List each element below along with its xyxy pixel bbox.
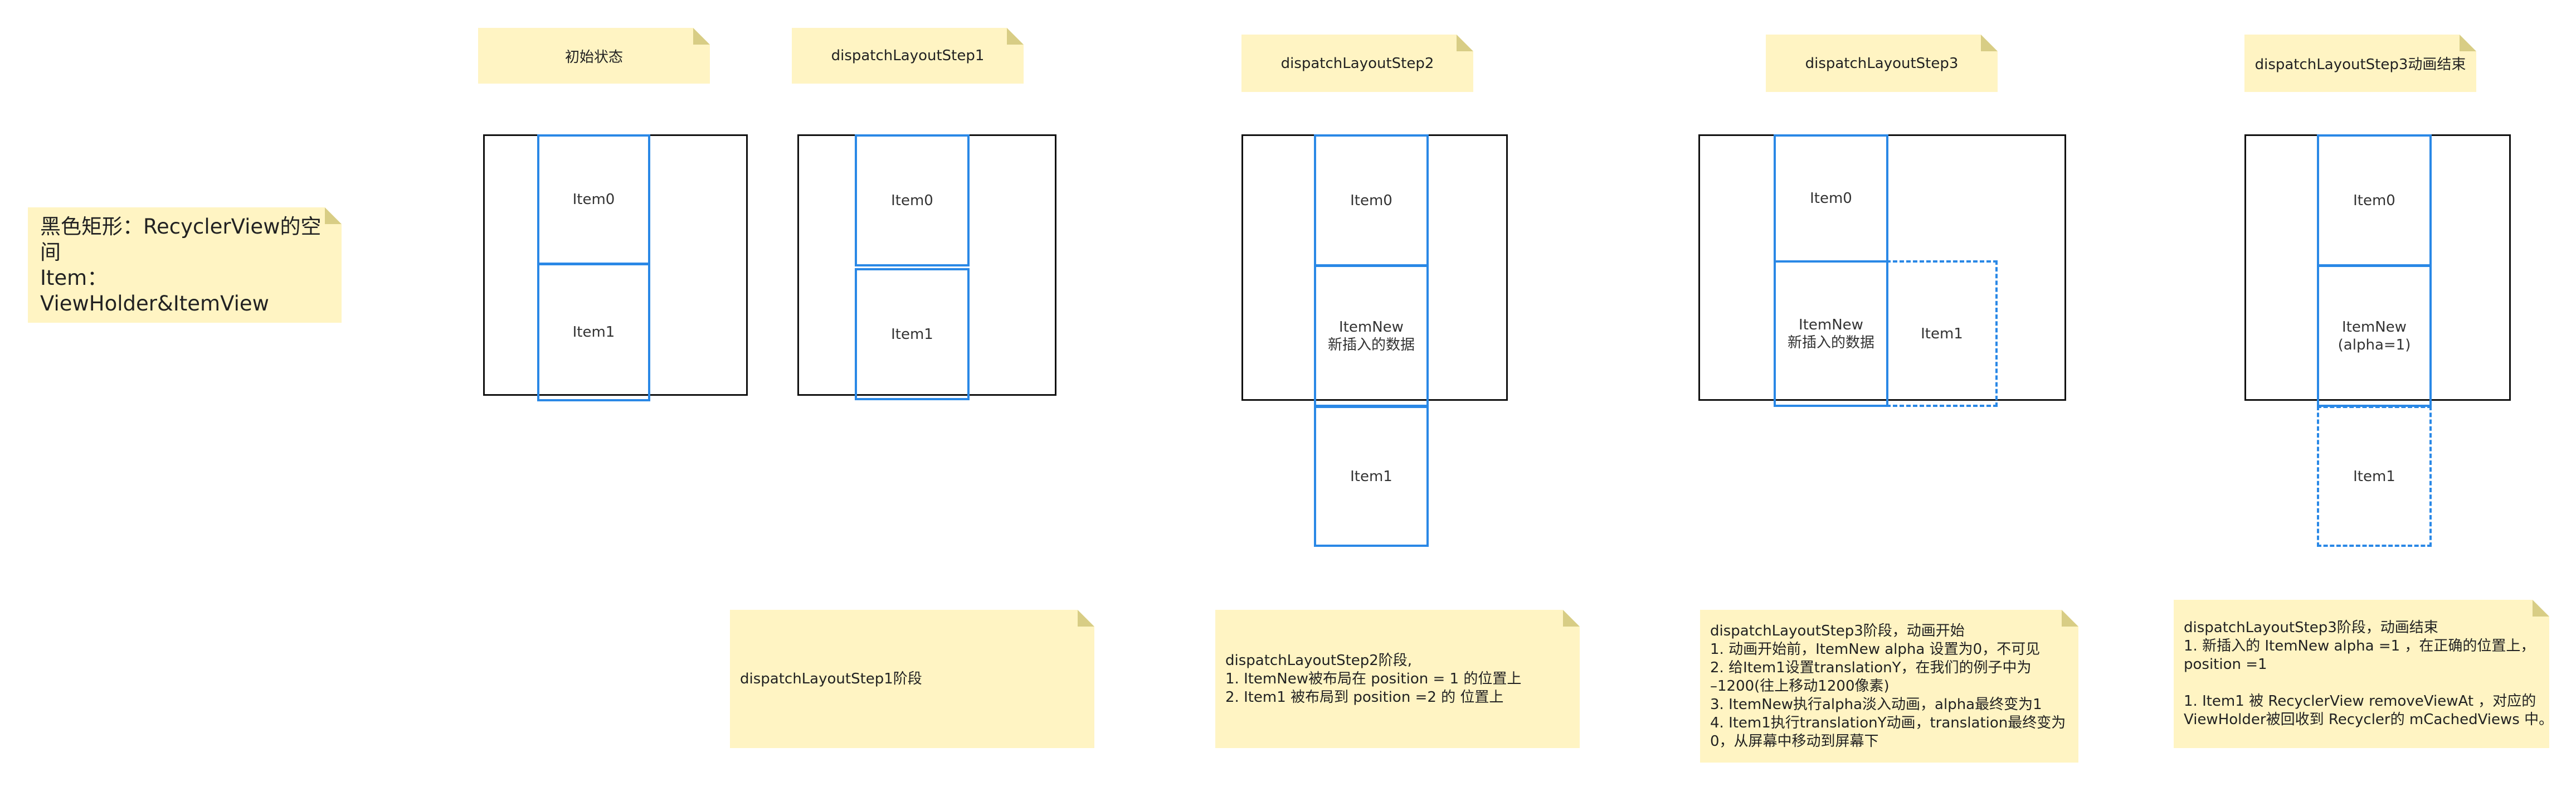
stage-step3-end-title-note: dispatchLayoutStep3动画结束 — [2244, 35, 2476, 92]
legend-line-item: Item：ViewHolder&ItemView — [40, 265, 269, 316]
stage-step1-description-line: dispatchLayoutStep1阶段 — [740, 670, 922, 687]
stage-step2-description-line: dispatchLayoutStep2阶段, — [1225, 652, 1413, 669]
stage-step2-item1: Item1 — [1314, 406, 1429, 547]
stage-step2-item0: Item0 — [1314, 134, 1429, 266]
stage-initial-title-note: 初始状态 — [478, 28, 710, 84]
stage-step3-title-note: dispatchLayoutStep3 — [1766, 35, 1998, 92]
stage-step2-itemnew: ItemNew 新插入的数据 — [1314, 265, 1429, 407]
stage-step3-end-description-line: dispatchLayoutStep3阶段，动画结束 — [2184, 619, 2438, 636]
stage-step3-description-line: dispatchLayoutStep3阶段，动画开始 — [1710, 622, 1965, 639]
stage-step3-description-line: 3. ItemNew执行alpha淡入动画，alpha最终变为1 — [1710, 696, 2042, 713]
stage-initial-title: 初始状态 — [564, 48, 623, 66]
stage-step1-description-note: dispatchLayoutStep1阶段 — [730, 610, 1094, 748]
stage-step3-end-description-note: dispatchLayoutStep3阶段，动画结束 1. 新插入的 ItemN… — [2174, 600, 2549, 748]
stage-step3-end-description-line: position =1 — [2184, 656, 2267, 673]
stage-initial-item0: Item0 — [537, 134, 650, 265]
stage-step1-title: dispatchLayoutStep1 — [831, 47, 985, 64]
stage-step2-description-line: 1. ItemNew被布局在 position = 1 的位置上 — [1225, 670, 1522, 687]
stage-step3-description-line: 1. 动画开始前，ItemNew alpha 设置为0，不可见 — [1710, 640, 2041, 658]
stage-step3-end-description-line: 1. 新插入的 ItemNew alpha =1 ，在正确的位置上， — [2184, 638, 2535, 654]
stage-step3-end-itemnew: ItemNew (alpha=1) — [2317, 265, 2432, 407]
stage-step3-description-line: 2. 给Item1设置translationY，在我们的例子中为 — [1710, 659, 2032, 676]
stage-step2-description-line: 2. Item1 被布局到 position =2 的 位置上 — [1225, 688, 1504, 706]
stage-step1-item1: Item1 — [855, 268, 970, 400]
stage-step3-end-description-line: ViewHolder被回收到 Recycler的 mCachedViews 中。 — [2184, 711, 2554, 728]
stage-step2-description-note: dispatchLayoutStep2阶段, 1. ItemNew被布局在 po… — [1215, 610, 1580, 748]
stage-step3-description-line: –1200(往上移动1200像素) — [1710, 677, 1890, 695]
stage-step3-end-item1: Item1 — [2317, 406, 2432, 547]
stage-step3-description-note: dispatchLayoutStep3阶段，动画开始 1. 动画开始前，Item… — [1700, 610, 2078, 763]
stage-step3-itemnew: ItemNew 新插入的数据 — [1774, 260, 1888, 407]
stage-step1-title-note: dispatchLayoutStep1 — [792, 28, 1024, 84]
stage-step1-item0: Item0 — [855, 134, 970, 266]
legend-line-rv: 黑色矩形：RecyclerView的空间 — [40, 214, 322, 264]
stage-step3-item0: Item0 — [1774, 134, 1888, 263]
stage-step3-item1: Item1 — [1886, 260, 1998, 407]
stage-step2-title-note: dispatchLayoutStep2 — [1241, 35, 1473, 92]
stage-step3-title: dispatchLayoutStep3 — [1805, 55, 1959, 72]
stage-step3-description-line: 4. Item1执行translationY动画，translation最终变为 — [1710, 714, 2066, 731]
stage-step3-end-title: dispatchLayoutStep3动画结束 — [2254, 56, 2466, 73]
legend-note: 黑色矩形：RecyclerView的空间 Item：ViewHolder&Ite… — [28, 207, 342, 323]
stage-step3-end-description-line: 1. Item1 被 RecyclerView removeViewAt ，对应… — [2184, 693, 2536, 710]
stage-step2-title: dispatchLayoutStep2 — [1280, 55, 1434, 72]
stage-step3-end-item0: Item0 — [2317, 134, 2432, 266]
stage-step3-description-line: 0，从屏幕中移动到屏幕下 — [1710, 732, 1879, 750]
stage-initial-item1: Item1 — [537, 263, 650, 401]
